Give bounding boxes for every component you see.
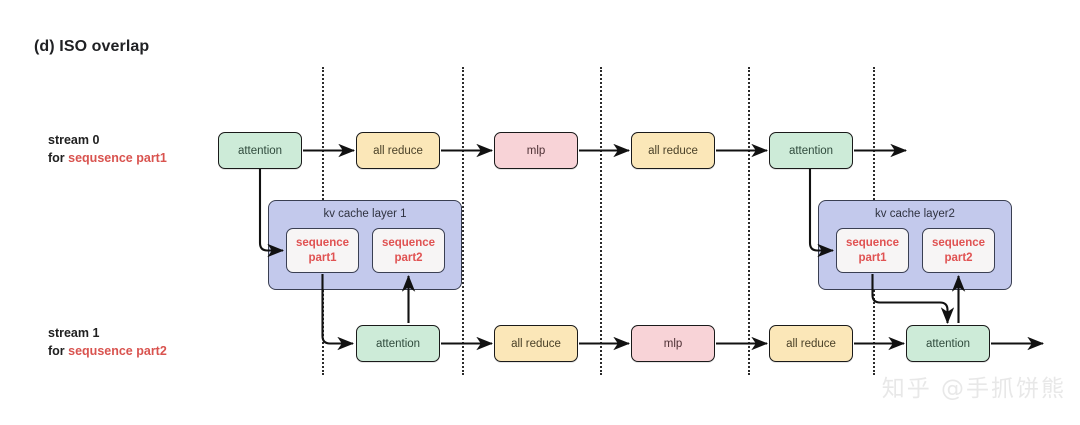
- op-s0-attention-1: attention: [218, 132, 302, 169]
- kv-cache-layer-2-title: kv cache layer2: [875, 208, 955, 220]
- timeline-divider-3: [600, 67, 602, 375]
- kv-cache-layer-2-sequence-part2: sequence part2: [922, 228, 995, 273]
- op-s0-mlp: mlp: [494, 132, 578, 169]
- op-s1-attention-2: attention: [906, 325, 990, 362]
- sequence-label-line1: sequence: [845, 236, 900, 249]
- sequence-label-line2: part1: [858, 251, 887, 264]
- op-s1-mlp: mlp: [631, 325, 715, 362]
- op-s0-all-reduce-1: all reduce: [356, 132, 440, 169]
- op-s0-attention-2: attention: [769, 132, 853, 169]
- stream-1-line2: for sequsence part2: [48, 342, 167, 360]
- kv-cache-layer-1-sequence-part1: sequence part1: [286, 228, 359, 273]
- stream-0-for: for: [48, 151, 69, 165]
- timeline-divider-2: [462, 67, 464, 375]
- sequence-label-line1: sequence: [381, 236, 436, 249]
- kv-cache-layer-2-sequence-part1: sequence part1: [836, 228, 909, 273]
- kv-cache-layer-1-sequence-part2: sequence part2: [372, 228, 445, 273]
- stream-0-label: stream 0 for sequsence part1: [48, 131, 167, 167]
- stream-0-line2: for sequsence part1: [48, 149, 167, 167]
- sequence-label-line2: part1: [308, 251, 337, 264]
- kv-cache-layer-1-title: kv cache layer 1: [323, 208, 407, 220]
- stream-1-for: for: [48, 344, 69, 358]
- stream-1-sequence: sequsence part2: [68, 344, 167, 358]
- page-title: (d) ISO overlap: [34, 38, 150, 55]
- sequence-label-line1: sequence: [931, 236, 986, 249]
- sequence-label-line2: part2: [944, 251, 973, 264]
- op-s1-all-reduce-2: all reduce: [769, 325, 853, 362]
- stream-1-label: stream 1 for sequsence part2: [48, 324, 167, 360]
- op-s0-all-reduce-2: all reduce: [631, 132, 715, 169]
- stream-1-line1: stream 1: [48, 326, 100, 340]
- sequence-label-line2: part2: [394, 251, 423, 264]
- stream-0-line1: stream 0: [48, 133, 100, 147]
- op-s1-all-reduce-1: all reduce: [494, 325, 578, 362]
- op-s1-attention-1: attention: [356, 325, 440, 362]
- stream-0-sequence: sequsence part1: [68, 151, 167, 165]
- watermark: 知乎 @手抓饼熊: [881, 376, 1066, 402]
- timeline-divider-4: [748, 67, 750, 375]
- sequence-label-line1: sequence: [295, 236, 350, 249]
